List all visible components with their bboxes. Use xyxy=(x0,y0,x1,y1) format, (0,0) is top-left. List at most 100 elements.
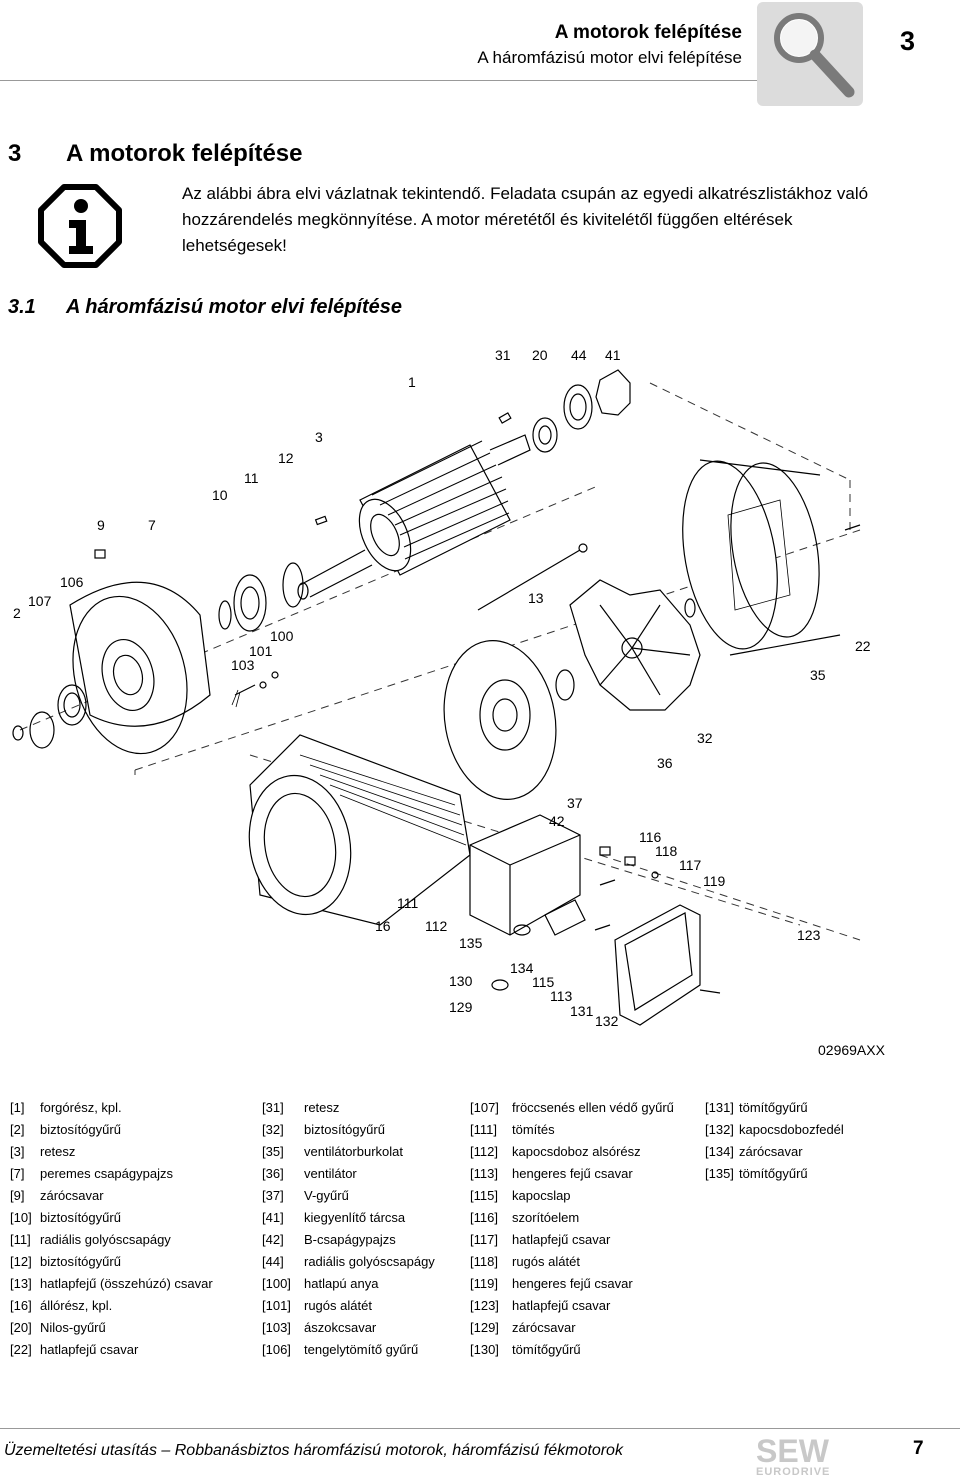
legend-item-number: [31] xyxy=(262,1100,284,1115)
legend-item-text: állórész, kpl. xyxy=(40,1298,113,1313)
legend-item-text: V-gyűrű xyxy=(304,1188,349,1203)
legend-item-number: [11] xyxy=(10,1232,31,1247)
legend-item-number: [132] xyxy=(705,1122,734,1137)
callout-132: 132 xyxy=(595,1013,619,1029)
legend-item-text: peremes csapágypajzs xyxy=(40,1166,173,1181)
callout-22: 22 xyxy=(855,638,871,654)
legend-item-number: [103] xyxy=(262,1320,291,1335)
bearing-11 xyxy=(233,574,267,632)
legend-item-text: biztosítógyűrű xyxy=(40,1122,121,1137)
shaft-seal xyxy=(57,684,87,726)
legend-item-text: radiális golyóscsapágy xyxy=(304,1254,435,1269)
callout-129: 129 xyxy=(449,999,473,1015)
callout-116: 116 xyxy=(639,829,662,845)
legend-item-number: [112] xyxy=(470,1144,498,1159)
callout-101: 101 xyxy=(249,643,273,659)
legend-item-number: [41] xyxy=(262,1210,284,1225)
callout-118: 118 xyxy=(655,843,678,859)
footer-text: Üzemeltetési utasítás – Robbanásbiztos h… xyxy=(4,1442,623,1459)
legend-item-number: [2] xyxy=(10,1122,25,1137)
callout-12: 12 xyxy=(278,450,294,466)
legend-item-number: [42] xyxy=(262,1232,284,1247)
sew-eurodrive-logo: SEW EURODRIVE xyxy=(756,1433,830,1476)
legend-item-text: radiális golyóscsapágy xyxy=(40,1232,171,1247)
callout-134: 134 xyxy=(510,960,534,976)
legend-item-number: [3] xyxy=(10,1144,25,1159)
legend-item-text: Nilos-gyűrű xyxy=(40,1320,106,1335)
legend-item-text: hengeres fejű csavar xyxy=(512,1166,633,1181)
image-code: 02969AXX xyxy=(818,1042,886,1058)
callout-115: 115 xyxy=(532,974,555,990)
nilos-ring xyxy=(532,417,558,453)
section-number: 3 xyxy=(8,140,22,167)
diagram-callouts: 1 2 3 7 9 10 11 12 13 16 20 22 31 32 35 … xyxy=(13,347,886,1058)
legend-item-text: tömítés xyxy=(512,1122,555,1137)
callout-106: 106 xyxy=(60,574,84,590)
legend-item-number: [116] xyxy=(470,1210,498,1225)
callout-9: 9 xyxy=(97,517,105,533)
legend-item-number: [32] xyxy=(262,1122,284,1137)
legend-item-text: forgórész, kpl. xyxy=(40,1100,122,1115)
legend-item-number: [130] xyxy=(470,1342,499,1357)
legend-item-number: [123] xyxy=(470,1298,499,1313)
bearing-44 xyxy=(563,384,593,430)
b-end-shield xyxy=(443,640,557,800)
legend-item-number: [106] xyxy=(262,1342,291,1357)
legend-item-number: [101] xyxy=(262,1298,291,1313)
callout-41: 41 xyxy=(605,347,621,363)
svg-text:EURODRIVE: EURODRIVE xyxy=(756,1466,830,1476)
legend-item-number: [36] xyxy=(262,1166,284,1181)
callout-35: 35 xyxy=(810,667,826,683)
legend-item-number: [22] xyxy=(10,1342,32,1357)
page-number: 7 xyxy=(913,1438,924,1459)
v-ring xyxy=(555,669,575,701)
legend-item-text: retesz xyxy=(40,1144,76,1159)
legend-item-text: ászokcsavar xyxy=(304,1320,377,1335)
callout-42: 42 xyxy=(549,813,565,829)
callout-123: 123 xyxy=(797,927,821,943)
legend-item-text: tengelytömítő gyűrű xyxy=(304,1342,419,1357)
compensating-disc xyxy=(595,369,631,416)
callout-20: 20 xyxy=(532,347,548,363)
legend-item-number: [118] xyxy=(470,1254,498,1269)
callout-107: 107 xyxy=(28,593,52,609)
legend-item-number: [1] xyxy=(10,1100,25,1115)
callout-131: 131 xyxy=(570,1003,594,1019)
legend-item-text: zárócsavar xyxy=(512,1320,576,1335)
callout-7: 7 xyxy=(148,517,156,533)
legend-item-text: hatlapú anya xyxy=(304,1276,379,1291)
subsection-number: 3.1 xyxy=(8,296,36,318)
callout-32: 32 xyxy=(697,730,713,746)
callout-44: 44 xyxy=(571,347,587,363)
fan xyxy=(569,579,701,711)
callout-112: 112 xyxy=(425,918,448,934)
callout-3: 3 xyxy=(315,429,323,445)
callout-1: 1 xyxy=(408,374,416,390)
callout-130: 130 xyxy=(449,973,473,989)
legend-item-text: tömítőgyűrű xyxy=(512,1342,581,1357)
terminal-box-cover xyxy=(614,904,701,1026)
legend-item-text: biztosítógyűrű xyxy=(40,1210,121,1225)
callout-10: 10 xyxy=(212,487,228,503)
header-subtitle: A háromfázisú motor elvi felépítése xyxy=(477,48,742,67)
legend-item-number: [111] xyxy=(470,1122,497,1137)
header-title: A motorok felépítése xyxy=(554,22,742,43)
legend-item-text: ventilátor xyxy=(304,1166,357,1181)
chapter-number: 3 xyxy=(900,26,916,56)
flange-end-shield xyxy=(69,581,211,755)
legend-item-number: [107] xyxy=(470,1100,499,1115)
legend-item-text: rugós alátét xyxy=(304,1298,372,1313)
legend-item-number: [20] xyxy=(10,1320,32,1335)
legend-item-number: [10] xyxy=(10,1210,32,1225)
legend-item-number: [135] xyxy=(705,1166,734,1181)
legend-item-text: kapocslap xyxy=(512,1188,571,1203)
info-icon xyxy=(38,184,122,268)
callout-119: 119 xyxy=(703,873,726,889)
legend-item-text: kiegyenlítő tárcsa xyxy=(304,1210,406,1225)
callout-2: 2 xyxy=(13,605,21,621)
legend-item-number: [44] xyxy=(262,1254,284,1269)
magnifier-icon xyxy=(774,13,855,98)
legend-item-text: tömítőgyűrű xyxy=(739,1166,808,1181)
legend-item-number: [115] xyxy=(470,1188,498,1203)
legend-item-number: [12] xyxy=(10,1254,32,1269)
